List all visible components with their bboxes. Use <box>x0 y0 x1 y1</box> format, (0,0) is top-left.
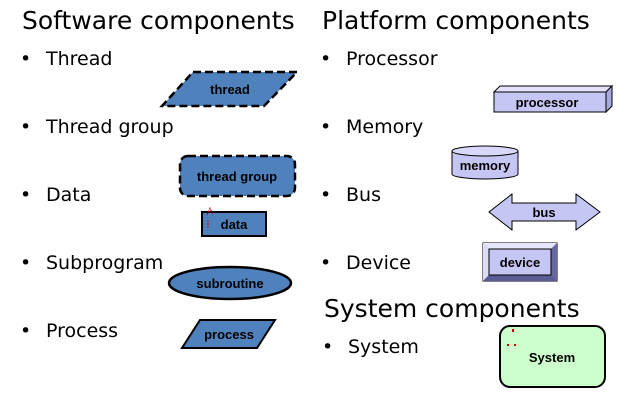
platform-components-heading: Platform components <box>322 6 590 35</box>
system-components-heading: System components <box>324 294 580 323</box>
processor-shape: processor <box>492 84 614 114</box>
software-item-thread-group: Thread group <box>46 116 174 138</box>
bullet: • <box>20 320 32 342</box>
software-components-heading: Software components <box>22 6 295 35</box>
thread-label: thread <box>210 82 250 97</box>
software-item-process: Process <box>46 320 119 342</box>
processor-label: processor <box>516 95 579 110</box>
bullet: • <box>320 252 332 274</box>
bus-label: bus <box>532 205 555 220</box>
annotation-mark <box>206 206 214 229</box>
bullet: • <box>320 184 332 206</box>
bullet: • <box>20 116 32 138</box>
data-label: data <box>221 217 249 232</box>
system-item-system: System <box>348 336 419 358</box>
system-label: System <box>529 350 575 365</box>
platform-item-memory: Memory <box>346 116 424 138</box>
data-shape: data <box>201 206 267 237</box>
platform-item-processor: Processor <box>346 48 438 70</box>
memory-label: memory <box>460 158 511 173</box>
platform-item-device: Device <box>346 252 411 274</box>
thread-group-label: thread group <box>197 169 277 184</box>
bullet: • <box>20 184 32 206</box>
subroutine-label: subroutine <box>196 276 263 291</box>
bullet: • <box>320 116 332 138</box>
device-shape: device <box>482 242 558 282</box>
annotation-mark <box>507 329 516 346</box>
platform-item-bus: Bus <box>346 184 381 206</box>
software-item-data: Data <box>46 184 92 206</box>
bus-shape: bus <box>488 192 601 232</box>
bullet: • <box>20 252 32 274</box>
bullet: • <box>322 336 334 358</box>
memory-shape: memory <box>451 145 519 180</box>
subroutine-shape: subroutine <box>167 265 293 301</box>
bullet: • <box>20 48 32 70</box>
bullet: • <box>320 48 332 70</box>
software-item-thread: Thread <box>46 48 113 70</box>
process-shape: process <box>180 319 277 349</box>
software-item-subprogram: Subprogram <box>46 252 164 274</box>
process-label: process <box>204 327 254 342</box>
thread-shape: thread <box>159 70 300 108</box>
system-shape: System <box>499 325 606 388</box>
thread-group-shape: thread group <box>178 154 297 198</box>
device-label: device <box>500 255 540 270</box>
